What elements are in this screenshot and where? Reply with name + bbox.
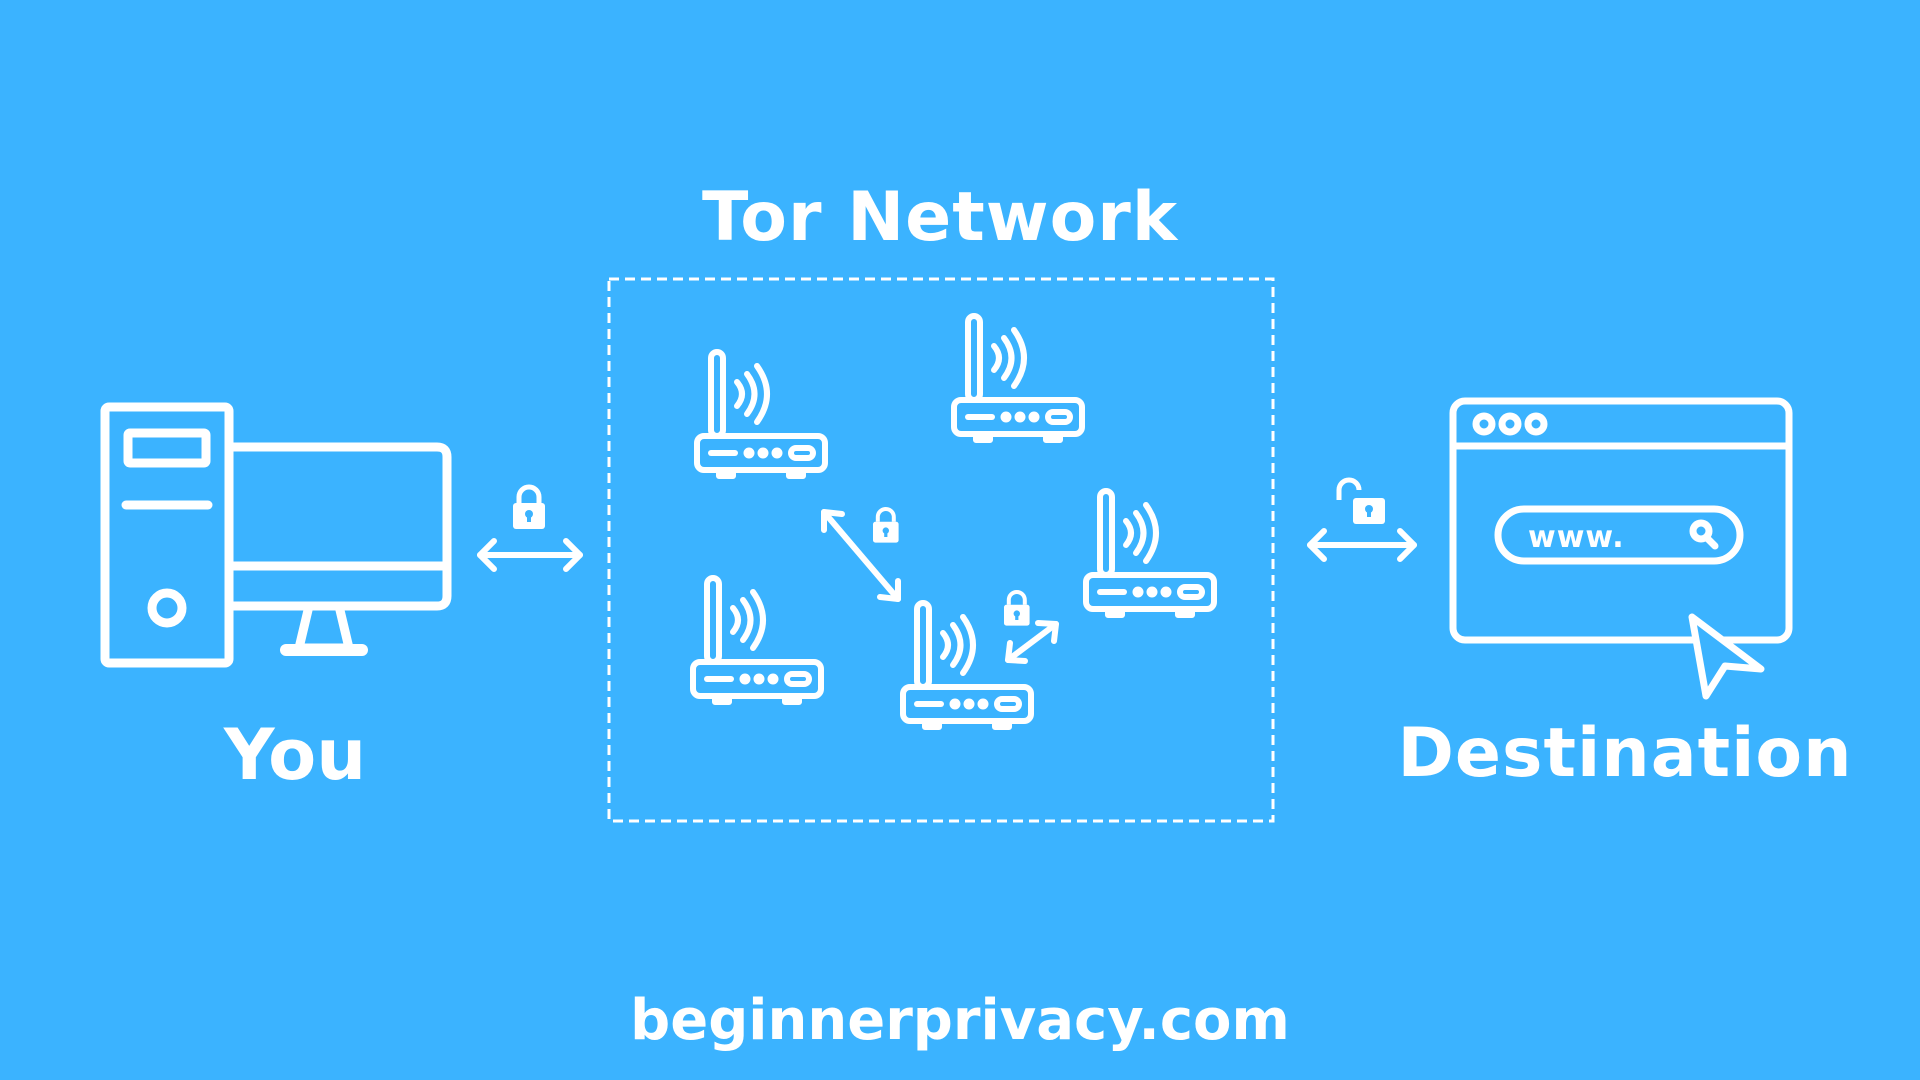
tor-network-title: Tor Network <box>701 178 1179 257</box>
padlock-open-icon <box>1336 477 1385 524</box>
padlock-closed-icon <box>873 509 899 543</box>
padlock-closed-icon <box>1004 592 1030 626</box>
desktop-computer-icon <box>100 402 452 668</box>
network-to-destination-arrow <box>1307 528 1417 562</box>
wifi-router-icon <box>1086 491 1214 615</box>
relay-arrow <box>1005 620 1059 664</box>
you-label: You <box>223 714 367 796</box>
wifi-router-icon <box>697 352 825 476</box>
footer-url: beginnerprivacy.com <box>630 988 1290 1053</box>
wifi-router-icon <box>693 578 821 702</box>
wifi-router-icon <box>954 316 1082 440</box>
browser-window-icon <box>1449 397 1793 644</box>
url-text: www. <box>1528 520 1625 555</box>
relay-arrow <box>821 509 901 602</box>
destination-label: Destination <box>1397 714 1853 793</box>
mouse-cursor-icon <box>1688 613 1765 700</box>
padlock-closed-icon <box>513 487 545 529</box>
you-to-network-arrow <box>477 538 583 572</box>
tor-network-boundary <box>607 277 1275 823</box>
